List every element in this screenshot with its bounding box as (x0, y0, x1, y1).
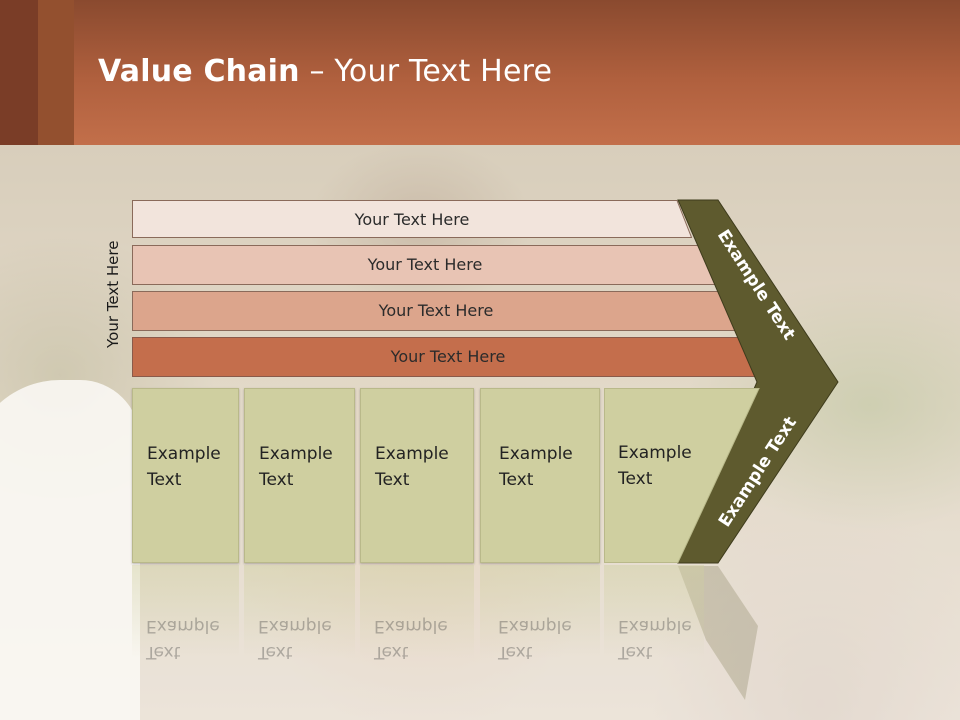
column-3-reflection-text: Text Example (374, 613, 448, 665)
column-3-reflection: Text Example (360, 565, 474, 675)
column-2-reflection-text: Text Example (258, 613, 332, 665)
slide-title: Value Chain – Your Text Here (98, 54, 552, 89)
column-5-shape (604, 388, 760, 563)
slide-title-rest: – Your Text Here (299, 54, 553, 89)
column-5-reflection-line2: Text (618, 642, 653, 662)
column-4-reflection-text: Text Example (498, 613, 572, 665)
bar-2-label: Your Text Here (367, 254, 483, 274)
column-3-line1: Example (375, 444, 449, 464)
column-2-reflection-line1: Example (258, 616, 332, 636)
column-1-line2: Text (147, 470, 182, 490)
bar-3-label: Your Text Here (378, 300, 494, 320)
column-5-reflection-text: Text Example (618, 613, 692, 665)
column-2-line2: Text (259, 470, 294, 490)
slide-title-bold: Value Chain (98, 54, 300, 89)
column-1-reflection-line2: Text (146, 642, 181, 662)
column-3-reflection-line2: Text (374, 642, 409, 662)
column-4-reflection-line2: Text (498, 642, 533, 662)
column-3-line2: Text (375, 470, 410, 490)
column-3-reflection-line1: Example (374, 616, 448, 636)
bar-1: Your Text Here (132, 200, 692, 238)
bar-1-shape (132, 200, 692, 238)
column-2-reflection-line2: Text (258, 642, 293, 662)
column-5-line2: Text (618, 469, 653, 489)
column-1-line1: Example (147, 444, 221, 464)
column-1-reflection-line1: Example (146, 616, 220, 636)
column-1-reflection-text: Text Example (146, 613, 220, 665)
bar-1-label: Your Text Here (354, 209, 470, 229)
header-accent-strip (38, 0, 74, 145)
header-accent-strip (0, 0, 38, 145)
column-2-reflection: Text Example (244, 565, 355, 675)
background-photo-detail (0, 380, 140, 720)
column-5-reflection-line1: Example (618, 616, 692, 636)
column-5-reflection: Text Example (604, 565, 704, 675)
column-5-polygon (604, 388, 760, 563)
column-4-reflection: Text Example (480, 565, 600, 675)
column-1-reflection: Text Example (132, 565, 239, 675)
bar-4: Your Text Here (132, 337, 764, 377)
bar-shape (132, 200, 692, 238)
header-band: Value Chain – Your Text Here (0, 0, 960, 145)
chevron-reflection (678, 566, 758, 700)
column-4-line1: Example (499, 444, 573, 464)
column-4-line2: Text (499, 470, 534, 490)
column-2-line1: Example (259, 444, 333, 464)
column-5-line1: Example (618, 443, 692, 463)
bar-4-label: Your Text Here (390, 346, 506, 366)
column-4-reflection-line1: Example (498, 616, 572, 636)
